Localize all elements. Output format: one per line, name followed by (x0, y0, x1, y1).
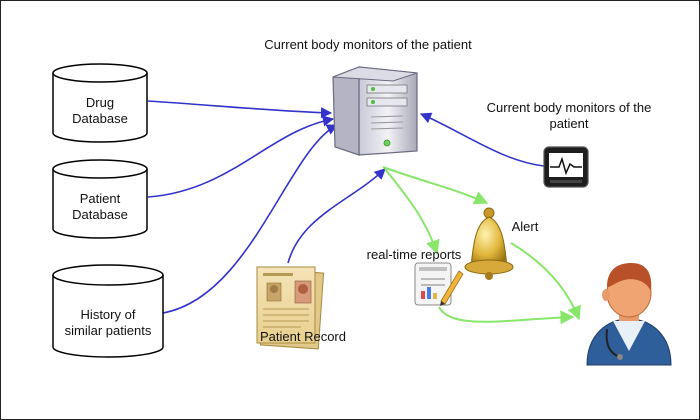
database-drug-line1: Drug (85, 95, 115, 110)
arrow-history-to-server (162, 124, 338, 314)
arrow-server-to-alert (382, 166, 489, 205)
arrow-reports-to-doctor (438, 306, 575, 325)
database-history-line1: History of (80, 307, 136, 322)
arrow-drug-to-server (147, 100, 333, 119)
server-label: Current body monitors of the patient (264, 37, 472, 52)
database-drug (52, 63, 148, 143)
arrow-server-to-reports (384, 168, 440, 255)
database-drug-line2: Database (72, 111, 128, 126)
alert-label: Alert (511, 219, 539, 234)
arrow-record-to-server (287, 168, 386, 264)
arrow-monitor-to-server (419, 112, 545, 167)
body-monitor-icon (543, 146, 589, 188)
arrow-alert-to-doctor (510, 242, 581, 321)
doctor-icon (586, 263, 672, 366)
database-patient (52, 159, 148, 239)
reports-label: real-time reports (366, 247, 462, 262)
database-patient-label: Patient Database (53, 191, 147, 223)
database-patient-line2: Database (72, 207, 128, 222)
database-history (52, 264, 164, 358)
monitor-label: Current body monitors of the patient (486, 100, 652, 131)
database-history-label: History of similar patients (53, 307, 163, 339)
alert-bell-icon (464, 207, 514, 280)
database-drug-label: Drug Database (53, 95, 147, 127)
patient-record-label: Patient Record (260, 329, 346, 344)
database-history-line2: similar patients (64, 323, 152, 338)
arrow-patientdb-to-server (147, 115, 335, 198)
server-tower-icon (332, 66, 418, 156)
database-patient-line1: Patient (79, 191, 121, 206)
reports-icon (414, 262, 464, 306)
patient-record-icon (256, 266, 325, 350)
